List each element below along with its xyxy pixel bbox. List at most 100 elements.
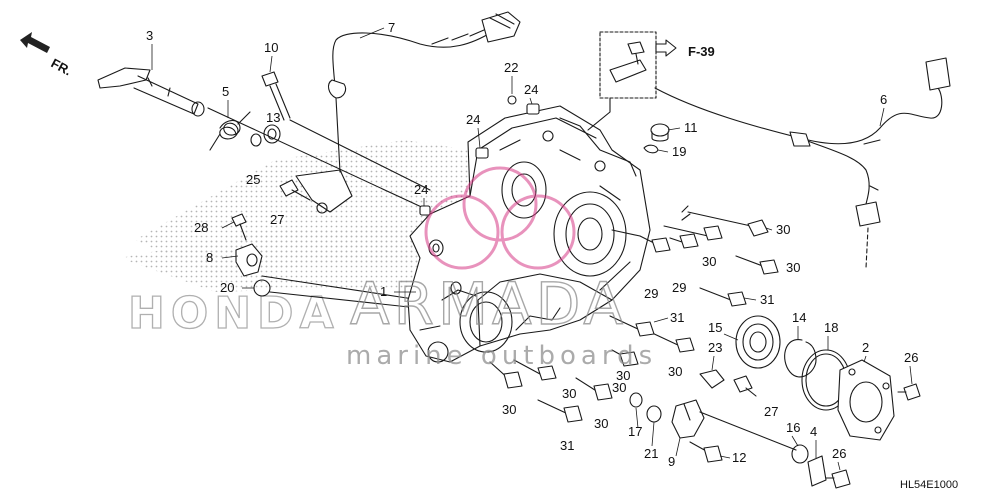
cover-plate-2-part bbox=[837, 359, 895, 441]
callout-18: 18 bbox=[824, 320, 838, 335]
callout-9: 9 bbox=[668, 454, 675, 469]
callout-29-b: 29 bbox=[672, 280, 686, 295]
bolt-31-right-part bbox=[699, 287, 747, 307]
callout-14: 14 bbox=[792, 310, 806, 325]
reference-arrow-icon bbox=[655, 39, 677, 57]
callout-8: 8 bbox=[206, 250, 213, 265]
rear-gear-case-housing bbox=[407, 105, 651, 363]
bolt-30-mid-right-a-part bbox=[663, 225, 723, 241]
reference-bolt-part bbox=[609, 41, 647, 83]
bolt-29-b-part bbox=[669, 233, 699, 249]
bearing-15-part bbox=[735, 315, 781, 369]
washer-25-part bbox=[250, 133, 262, 147]
bolt-30-lower-d-part bbox=[611, 349, 639, 367]
callout-4: 4 bbox=[810, 424, 817, 439]
callout-30-f: 30 bbox=[562, 386, 576, 401]
armada-tagline-watermark: marine outboards bbox=[346, 341, 657, 371]
washer-16-part bbox=[791, 444, 809, 464]
honda-brand-watermark: HONDA bbox=[128, 288, 340, 339]
callout-30-g: 30 bbox=[502, 402, 516, 417]
callout-30-a: 30 bbox=[776, 222, 790, 237]
bolt-30-lower-e-part bbox=[649, 331, 695, 353]
callout-7: 7 bbox=[388, 20, 395, 35]
callout-30-d: 30 bbox=[612, 380, 626, 395]
callout-26-lower: 26 bbox=[832, 446, 846, 461]
angle-sensor-assembly bbox=[295, 11, 521, 214]
bolt-31-mid-part bbox=[609, 315, 655, 337]
bolt-30-lower-c-part bbox=[575, 377, 613, 401]
callout-1: 1 bbox=[380, 284, 387, 299]
dowel-pin-24b-part bbox=[475, 147, 489, 159]
bolt-26-lower-part bbox=[825, 469, 851, 489]
reference-box bbox=[599, 31, 657, 99]
callout-6: 6 bbox=[880, 92, 887, 107]
callout-30-e: 30 bbox=[668, 364, 682, 379]
callout-leaders bbox=[151, 27, 913, 471]
callout-30-c: 30 bbox=[786, 260, 800, 275]
callout-31-mid: 31 bbox=[670, 310, 684, 325]
callout-28: 28 bbox=[194, 220, 208, 235]
callout-12: 12 bbox=[732, 450, 746, 465]
callout-25: 25 bbox=[246, 172, 260, 187]
dowel-pin-24a-part bbox=[526, 103, 540, 115]
honda-wing-watermark bbox=[120, 140, 470, 292]
callout-2: 2 bbox=[862, 340, 869, 355]
snap-ring-14-part bbox=[784, 339, 817, 378]
callout-13: 13 bbox=[266, 110, 280, 125]
front-direction-label: FR. bbox=[49, 55, 75, 78]
bolt-30-upper-right-part bbox=[681, 205, 769, 237]
callout-10: 10 bbox=[264, 40, 278, 55]
bolt-28-part bbox=[231, 213, 247, 241]
callout-31-right: 31 bbox=[760, 292, 774, 307]
reference-label: F-39 bbox=[688, 44, 715, 59]
bracket-4-part bbox=[807, 455, 827, 487]
callout-30-i: 30 bbox=[616, 368, 630, 383]
armada-name-watermark: ARMADA bbox=[350, 270, 627, 338]
callout-21: 21 bbox=[644, 446, 658, 461]
bolt-26-upper-part bbox=[897, 383, 921, 401]
wire-harness-6-part bbox=[654, 57, 951, 269]
gasket-19-part bbox=[643, 144, 659, 154]
callout-23: 23 bbox=[708, 340, 722, 355]
bolt-30-mid-right-b-part bbox=[735, 255, 779, 275]
callout-31-lower: 31 bbox=[560, 438, 574, 453]
bolt-29-a-part bbox=[639, 235, 671, 253]
callout-16: 16 bbox=[786, 420, 800, 435]
clip-23-part bbox=[699, 369, 725, 389]
callout-5: 5 bbox=[222, 84, 229, 99]
washer-22-part bbox=[507, 95, 517, 105]
o-ring-21-part bbox=[646, 405, 662, 423]
callout-15: 15 bbox=[708, 320, 722, 335]
callout-29-a: 29 bbox=[644, 286, 658, 301]
return-spring-part bbox=[209, 111, 251, 151]
callout-27-left: 27 bbox=[270, 212, 284, 227]
washer-17-part bbox=[629, 392, 643, 408]
shift-shaft-part bbox=[97, 67, 205, 117]
callout-26-upper: 26 bbox=[904, 350, 918, 365]
drain-plug-11-part bbox=[650, 123, 670, 142]
callout-24-b: 24 bbox=[466, 112, 480, 127]
callout-30-b: 30 bbox=[702, 254, 716, 269]
bolt-12-part bbox=[689, 441, 723, 463]
bolt-27-right-part bbox=[733, 375, 757, 397]
bolt-27-left-part bbox=[279, 179, 311, 201]
callout-labels: 3 5 10 7 22 24 24 24 13 25 27 28 8 20 1 … bbox=[146, 20, 918, 469]
callout-19: 19 bbox=[672, 144, 686, 159]
bolt-10-part bbox=[261, 71, 291, 121]
sensor-9-part bbox=[671, 399, 705, 439]
callout-30-h: 30 bbox=[594, 416, 608, 431]
front-direction-arrow-icon bbox=[20, 32, 50, 53]
callout-3: 3 bbox=[146, 28, 153, 43]
bolt-30-lower-b-part bbox=[513, 359, 557, 381]
callout-11: 11 bbox=[684, 120, 698, 135]
bolt-31-lower-part bbox=[537, 399, 583, 423]
callout-20: 20 bbox=[220, 280, 234, 295]
callout-22: 22 bbox=[504, 60, 518, 75]
bolt-30-lower-a-part bbox=[489, 361, 523, 389]
armada-logo-watermark bbox=[424, 166, 576, 270]
dowel-pin-24c-part bbox=[419, 205, 431, 216]
callout-17: 17 bbox=[628, 424, 642, 439]
callout-24-a: 24 bbox=[524, 82, 538, 97]
